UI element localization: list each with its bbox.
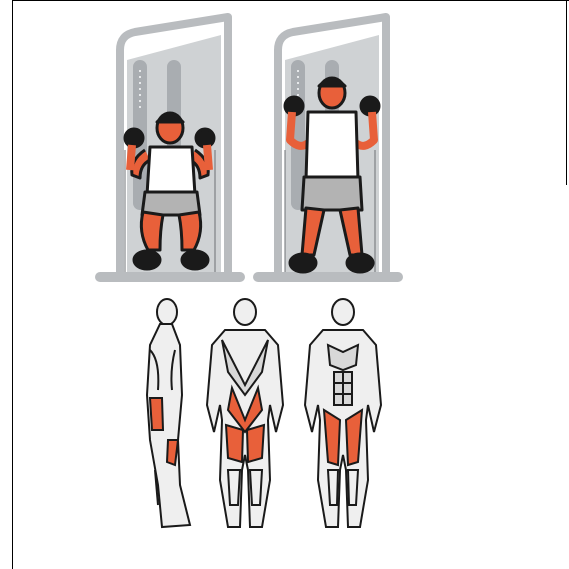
- muscle-map-back: [207, 299, 283, 527]
- muscle-map-side: [147, 299, 190, 527]
- muscle-map-front: [305, 299, 381, 527]
